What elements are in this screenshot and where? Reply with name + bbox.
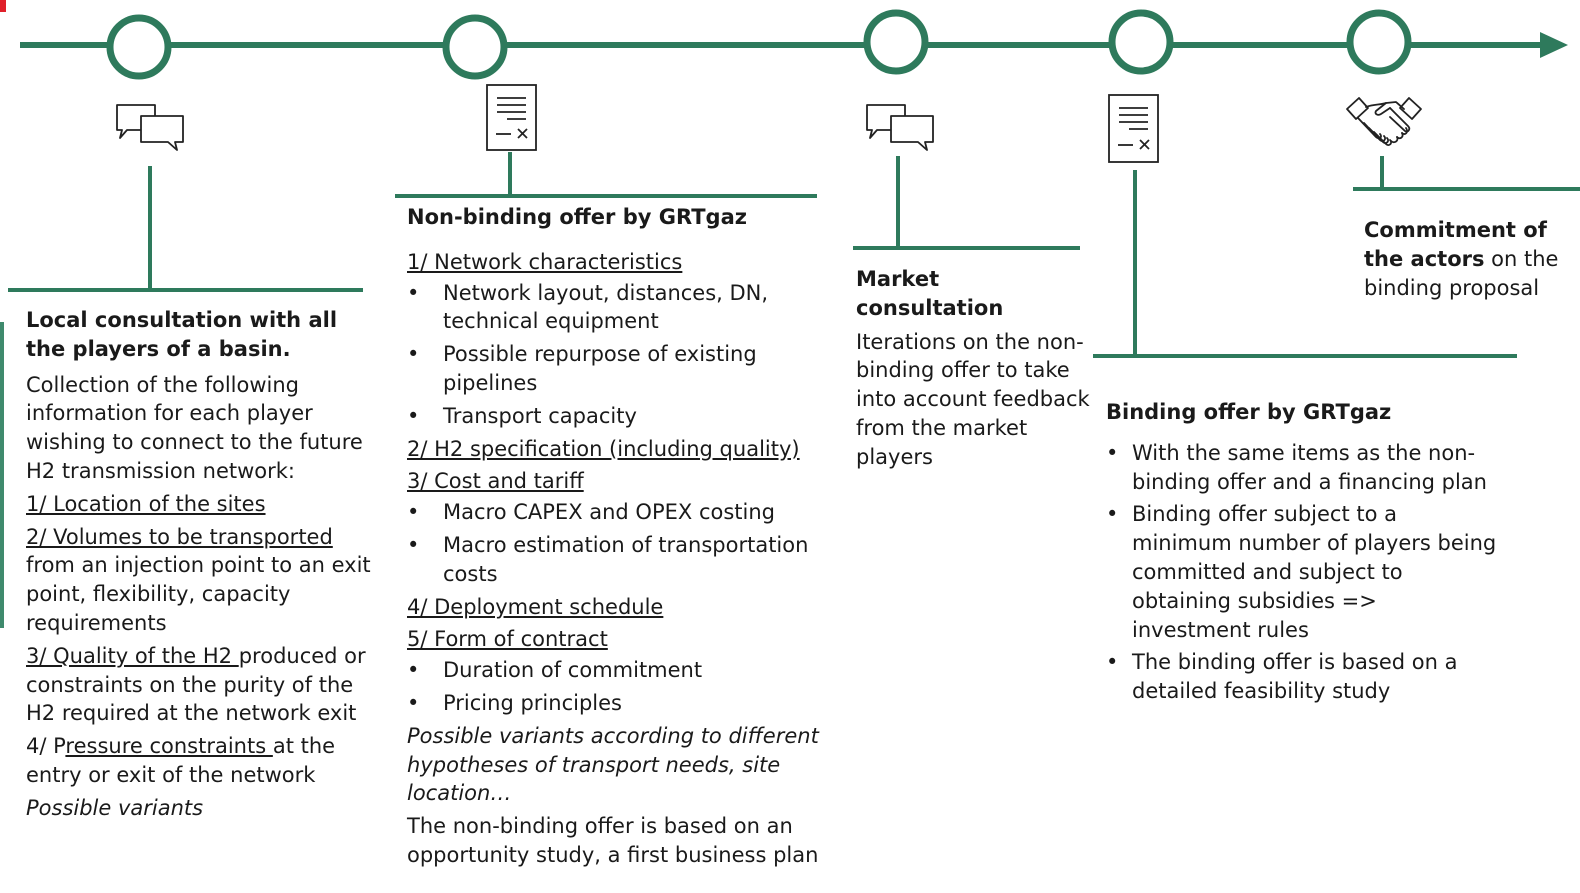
list-item: Network layout, distances, DN, technical… (407, 279, 827, 337)
local-consultation-title: Local consultation with all the players … (26, 308, 338, 361)
list-item: Possible repurpose of existing pipelines (407, 340, 827, 398)
binding-offer-list: With the same items as the non-binding o… (1106, 439, 1501, 706)
nb-network-list: Network layout, distances, DN, technical… (407, 279, 827, 431)
nb-contract-heading: 5/ Form of contract (407, 627, 608, 652)
document-icon (1108, 94, 1159, 163)
milestone-circle-local (106, 14, 172, 80)
local-item-pressure: 4/ Pressure constraints at the entry or … (26, 732, 376, 790)
nb-schedule-heading: 4/ Deployment schedule (407, 594, 664, 619)
accent-mark (0, 0, 6, 12)
non-binding-offer-block: Non-binding offer by GRTgaz 1/ Network c… (407, 203, 827, 870)
local-consultation-intro: Collection of the following information … (26, 372, 363, 483)
local-item-pressure-heading: ressure constraints (65, 734, 273, 759)
local-item-volumes-text: from an injection point to an exit point… (26, 553, 371, 635)
local-item-quality-text: produced or constraints on the purity of… (26, 643, 366, 726)
list-item: Pricing principles (407, 689, 827, 718)
commitment-text: Commitment of the actors on the binding … (1364, 216, 1569, 302)
list-item: Macro estimation of transportation costs (407, 531, 827, 589)
local-item-location: 1/ Location of the sites (26, 491, 266, 516)
market-consultation-title: Market consultation (856, 267, 1004, 320)
list-item: Macro CAPEX and OPEX costing (407, 498, 827, 527)
nb-contract-list: Duration of commitment Pricing principle… (407, 656, 827, 718)
list-item: Duration of commitment (407, 656, 827, 685)
local-item-pressure-text: at the entry or exit of the network (26, 734, 336, 787)
milestone-circle-commitment (1346, 9, 1412, 75)
local-item-pressure-prefix: 4/ P (26, 734, 66, 759)
market-consultation-body: Iterations on the non-binding offer to t… (856, 329, 1090, 469)
binding-offer-block: Binding offer by GRTgaz With the same it… (1106, 398, 1501, 710)
commitment-title: Commitment of the actors (1364, 218, 1547, 271)
side-accent-bar (0, 322, 4, 628)
local-item-quality-heading: 3/ Quality of the H2 (26, 643, 239, 668)
local-consultation-block: Local consultation with all the players … (26, 306, 376, 823)
nb-specification-heading: 2/ H2 specification (including quality) (407, 436, 800, 461)
local-item-quality: 3/ Quality of the H2 produced or constra… (26, 642, 376, 728)
non-binding-offer-title: Non-binding offer by GRTgaz (407, 205, 747, 229)
nb-cost-list: Macro CAPEX and OPEX costing Macro estim… (407, 498, 827, 588)
local-item-volumes-heading: 2/ Volumes to be transported (26, 524, 333, 549)
milestone-circle-binding (1108, 9, 1174, 75)
chat-bubbles-icon (116, 104, 184, 151)
nb-variants: Possible variants according to different… (407, 723, 819, 806)
market-consultation-block: Market consultation Iterations on the no… (856, 265, 1091, 472)
list-item: With the same items as the non-binding o… (1106, 439, 1501, 497)
chat-bubbles-icon (866, 104, 934, 151)
nb-network-heading: 1/ Network characteristics (407, 249, 683, 274)
nb-cost-heading: 3/ Cost and tariff (407, 469, 584, 494)
milestone-circle-nonbinding (442, 14, 508, 80)
milestone-circle-market (863, 9, 929, 75)
local-variants: Possible variants (26, 795, 204, 820)
list-item: Binding offer subject to a minimum numbe… (1106, 500, 1501, 644)
list-item: The binding offer is based on a detailed… (1106, 648, 1501, 706)
commitment-block: Commitment of the actors on the binding … (1364, 216, 1569, 302)
handshake-icon (1346, 97, 1422, 146)
binding-offer-title: Binding offer by GRTgaz (1106, 400, 1392, 424)
document-icon (486, 84, 537, 151)
local-item-volumes: 2/ Volumes to be transported from an inj… (26, 523, 376, 638)
timeline-arrowhead (1540, 32, 1568, 58)
list-item: Transport capacity (407, 402, 827, 431)
nb-footer-note: The non-binding offer is based on an opp… (407, 814, 819, 867)
commitment-rest: on the binding proposal (1364, 246, 1559, 300)
